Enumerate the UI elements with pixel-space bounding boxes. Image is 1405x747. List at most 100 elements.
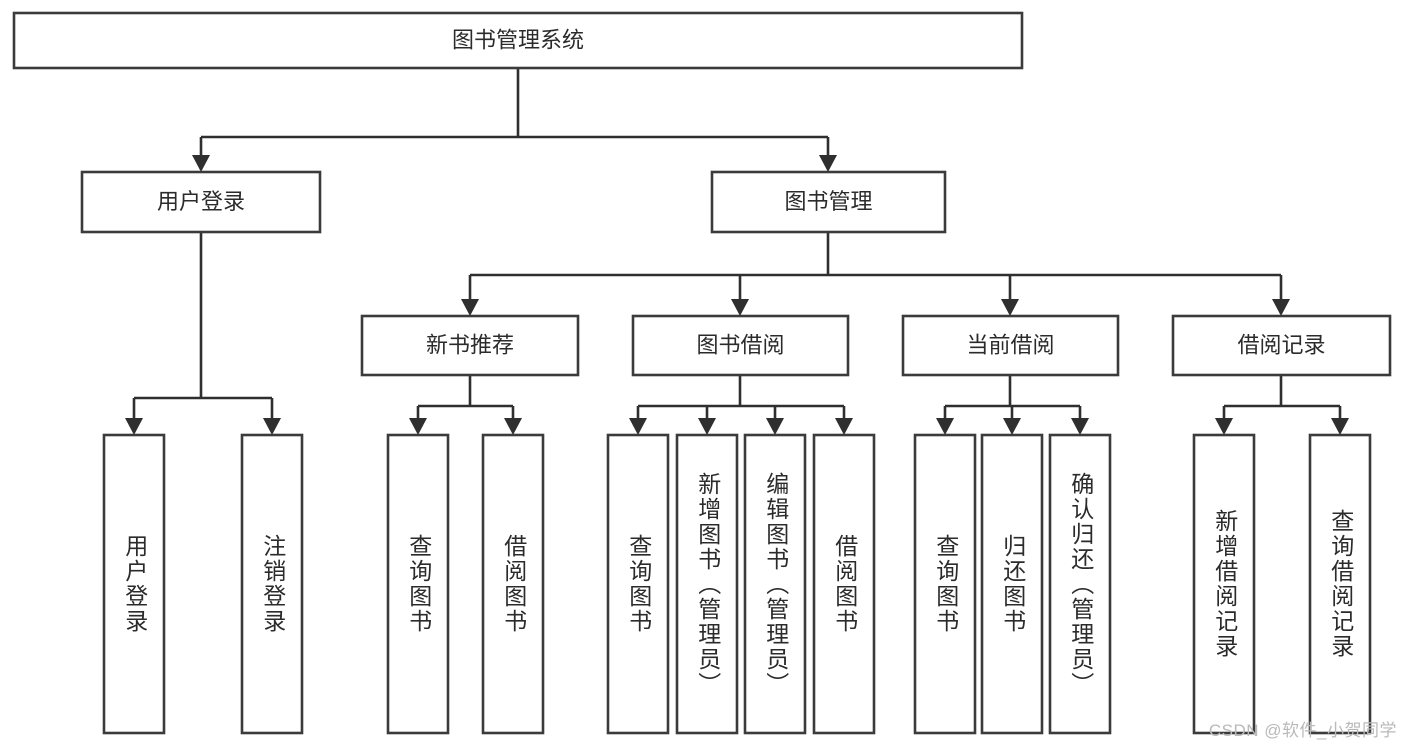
node-box[interactable] bbox=[812, 433, 876, 735]
node-leaf-edit-book[interactable]: 编辑图书（管理员） bbox=[743, 433, 807, 735]
node-label: 用户登录 bbox=[121, 534, 148, 634]
node-label: 查询图书 bbox=[405, 534, 432, 634]
arrow-head-icon bbox=[125, 418, 143, 435]
arrow-head-icon bbox=[1071, 418, 1089, 435]
node-book-borrow[interactable]: 图书借阅 bbox=[631, 314, 850, 377]
connector-group-root-to-level2 bbox=[192, 68, 837, 172]
node-box[interactable] bbox=[675, 433, 739, 735]
arrow-head-icon bbox=[1331, 418, 1349, 435]
arrow-head-icon bbox=[819, 155, 837, 172]
node-box[interactable] bbox=[980, 433, 1044, 735]
arrow-head-icon bbox=[461, 299, 479, 316]
node-box[interactable] bbox=[1171, 314, 1392, 377]
node-box[interactable] bbox=[481, 433, 545, 735]
connector-group-borrowrecord-to-leaves bbox=[1215, 375, 1349, 435]
node-box[interactable] bbox=[240, 433, 304, 735]
arrow-head-icon bbox=[1272, 299, 1290, 316]
node-leaf-confirm-return[interactable]: 确认归还（管理员） bbox=[1048, 433, 1112, 735]
node-leaf-return-book[interactable]: 归还图书 bbox=[980, 433, 1044, 735]
connector-group-currentborrow-to-leaves bbox=[936, 375, 1089, 435]
node-label: 新书推荐 bbox=[426, 332, 514, 357]
connector-group-newbookrec-to-leaves bbox=[409, 375, 522, 435]
node-box[interactable] bbox=[80, 170, 322, 234]
arrow-head-icon bbox=[629, 418, 647, 435]
node-label: 借阅图书 bbox=[831, 534, 858, 634]
node-label-wrap: 查询借阅记录 bbox=[1328, 509, 1354, 659]
arrow-head-icon bbox=[698, 418, 716, 435]
node-label-wrap: 查询图书 bbox=[932, 534, 959, 634]
node-label: 图书管理 bbox=[784, 189, 872, 214]
node-leaf-add-record[interactable]: 新增借阅记录 bbox=[1192, 433, 1256, 735]
node-box[interactable] bbox=[386, 433, 450, 735]
arrow-head-icon bbox=[936, 418, 954, 435]
node-leaf-user-login[interactable]: 用户登录 bbox=[102, 433, 166, 735]
node-label: 当前借阅 bbox=[966, 332, 1054, 357]
node-label: 用户登录 bbox=[157, 189, 245, 214]
node-label: 注销登录 bbox=[259, 534, 286, 634]
node-box[interactable] bbox=[1192, 433, 1256, 735]
arrow-head-icon bbox=[263, 418, 281, 435]
node-box[interactable] bbox=[606, 433, 670, 735]
node-label: 借阅图书 bbox=[500, 534, 527, 634]
node-label-wrap: 新增图书（管理员） bbox=[694, 471, 721, 697]
node-label-wrap: 借阅图书 bbox=[500, 534, 527, 634]
arrow-head-icon bbox=[731, 299, 749, 316]
node-label-wrap: 用户登录 bbox=[121, 534, 148, 634]
node-label-wrap: 编辑图书（管理员） bbox=[762, 471, 789, 697]
node-label-wrap: 确认归还（管理员） bbox=[1068, 472, 1094, 697]
node-leaf-logout[interactable]: 注销登录 bbox=[240, 433, 304, 735]
node-leaf-add-book[interactable]: 新增图书（管理员） bbox=[675, 433, 739, 735]
node-new-book-rec[interactable]: 新书推荐 bbox=[360, 314, 580, 377]
node-box[interactable] bbox=[913, 433, 977, 735]
connector-layer bbox=[125, 68, 1349, 435]
node-label: 归还图书 bbox=[999, 534, 1026, 634]
node-leaf-query-book-cur[interactable]: 查询图书 bbox=[913, 433, 977, 735]
node-leaf-borrow-book[interactable]: 借阅图书 bbox=[812, 433, 876, 735]
node-label-wrap: 新增借阅记录 bbox=[1211, 509, 1238, 659]
node-label: 图书借阅 bbox=[696, 332, 784, 357]
arrow-head-icon bbox=[766, 418, 784, 435]
arrow-head-icon bbox=[1003, 418, 1021, 435]
node-current-borrow[interactable]: 当前借阅 bbox=[901, 314, 1120, 377]
node-box[interactable] bbox=[1048, 433, 1112, 735]
node-box[interactable] bbox=[102, 433, 166, 735]
node-borrow-record[interactable]: 借阅记录 bbox=[1171, 314, 1392, 377]
node-label: 编辑图书（管理员） bbox=[762, 471, 789, 697]
node-book-manage[interactable]: 图书管理 bbox=[710, 170, 947, 234]
node-label: 新增借阅记录 bbox=[1211, 509, 1238, 659]
node-box[interactable] bbox=[360, 314, 580, 377]
node-layer: 图书管理系统用户登录图书管理新书推荐图书借阅当前借阅借阅记录用户登录注销登录查询… bbox=[12, 11, 1392, 735]
arrow-head-icon bbox=[409, 418, 427, 435]
node-user-login[interactable]: 用户登录 bbox=[80, 170, 322, 234]
arrow-head-icon bbox=[835, 418, 853, 435]
arrow-head-icon bbox=[1001, 299, 1019, 316]
node-label-wrap: 查询图书 bbox=[625, 534, 652, 634]
connector-group-bookmanage-to-level3 bbox=[461, 232, 1290, 316]
node-label-wrap: 归还图书 bbox=[999, 534, 1026, 634]
connector-group-bookborrow-to-leaves bbox=[629, 375, 853, 435]
node-leaf-query-record[interactable]: 查询借阅记录 bbox=[1308, 433, 1372, 735]
node-box[interactable] bbox=[710, 170, 947, 234]
node-label: 新增图书（管理员） bbox=[694, 471, 721, 697]
node-root[interactable]: 图书管理系统 bbox=[12, 11, 1024, 70]
connector-group-userlogin-to-leaves bbox=[125, 232, 281, 435]
arrow-head-icon bbox=[504, 418, 522, 435]
node-label-wrap: 注销登录 bbox=[259, 534, 286, 634]
node-box[interactable] bbox=[631, 314, 850, 377]
node-leaf-query-book-borrow[interactable]: 查询图书 bbox=[606, 433, 670, 735]
node-label: 借阅记录 bbox=[1237, 332, 1325, 357]
node-label-wrap: 查询图书 bbox=[405, 534, 432, 634]
node-box[interactable] bbox=[901, 314, 1120, 377]
node-label: 查询图书 bbox=[625, 534, 652, 634]
node-box[interactable] bbox=[743, 433, 807, 735]
arrow-head-icon bbox=[192, 155, 210, 172]
node-label: 图书管理系统 bbox=[452, 27, 584, 52]
node-leaf-query-book-rec[interactable]: 查询图书 bbox=[386, 433, 450, 735]
node-box[interactable] bbox=[12, 11, 1024, 70]
arrow-head-icon bbox=[1215, 418, 1233, 435]
node-leaf-borrow-book-rec[interactable]: 借阅图书 bbox=[481, 433, 545, 735]
node-box[interactable] bbox=[1308, 433, 1372, 735]
node-label: 查询图书 bbox=[932, 534, 959, 634]
